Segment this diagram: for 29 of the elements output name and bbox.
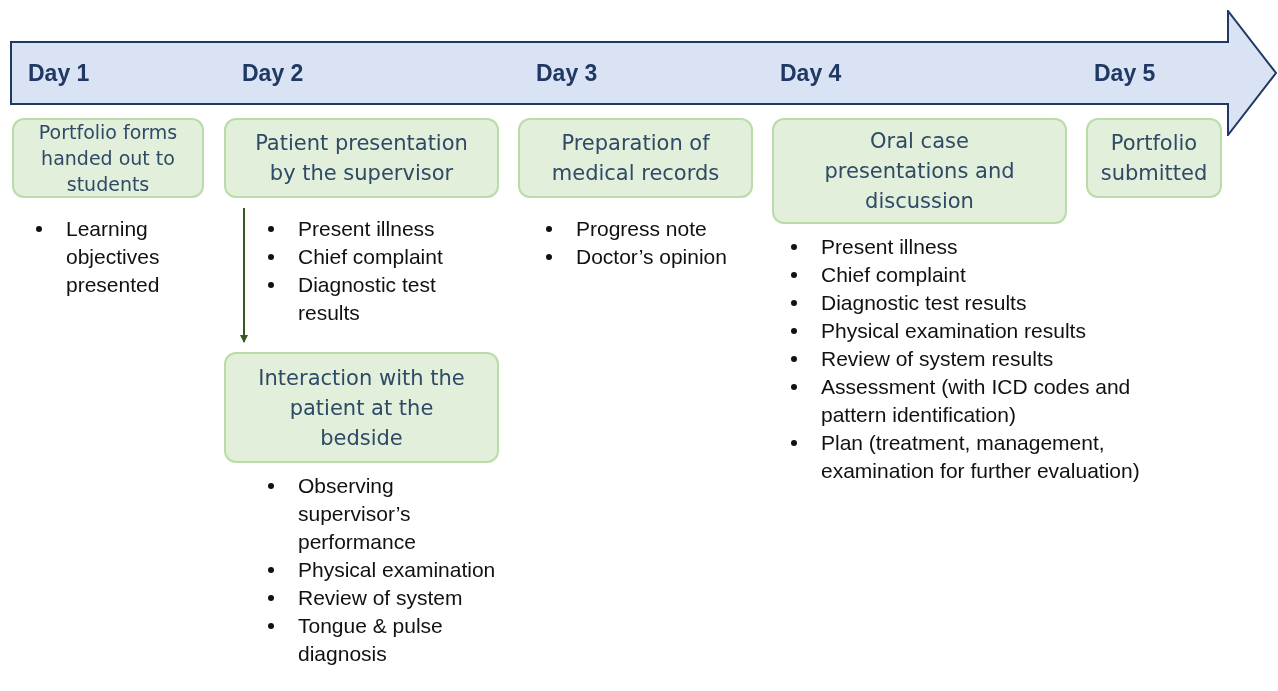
bullet-text: Present illness	[298, 217, 435, 240]
bullet-text: Chief complaint	[821, 263, 966, 286]
arrow	[240, 207, 248, 343]
step-box: Patient presentation by the supervisor	[224, 118, 499, 198]
bullet-text: Observing supervisor’s performance	[298, 474, 416, 553]
bullet-text: Present illness	[821, 235, 958, 258]
bullet-text: Plan (treatment, management, examination for further evaluation)	[821, 431, 1140, 482]
day-label: Day 4	[780, 60, 842, 87]
bullet-text: Diagnostic test results	[298, 273, 436, 324]
bullet-text: Physical examination	[298, 558, 496, 581]
step-box: Portfolio forms handed out to students	[12, 118, 204, 198]
bullet-text: Review of system	[298, 586, 463, 609]
day-label: Day 1	[28, 60, 90, 87]
bullet-text: Diagnostic test results	[821, 291, 1027, 314]
bullet-text: Chief complaint	[298, 245, 443, 268]
step-box: Interaction with the patient at the bedside	[224, 352, 499, 463]
day-label: Day 2	[242, 60, 304, 87]
step-box: Portfolio submitted	[1086, 118, 1222, 198]
bullet-text: Assessment (with ICD codes and pattern identification)	[821, 375, 1131, 426]
bullet-text: Learning objectives presented	[66, 217, 160, 296]
step-box: Oral case presentations and discussion	[772, 118, 1067, 224]
bullet-text: Doctor’s opinion	[576, 245, 727, 268]
bullet-text: Progress note	[576, 217, 707, 240]
bullet-text: Physical examination results	[821, 319, 1086, 342]
day-label: Day 3	[536, 60, 598, 87]
bullet-text: Tongue & pulse diagnosis	[298, 614, 443, 665]
bullet-text: Review of system results	[821, 347, 1054, 370]
step-box: Preparation of medical records	[518, 118, 753, 198]
day-label: Day 5	[1094, 60, 1156, 87]
